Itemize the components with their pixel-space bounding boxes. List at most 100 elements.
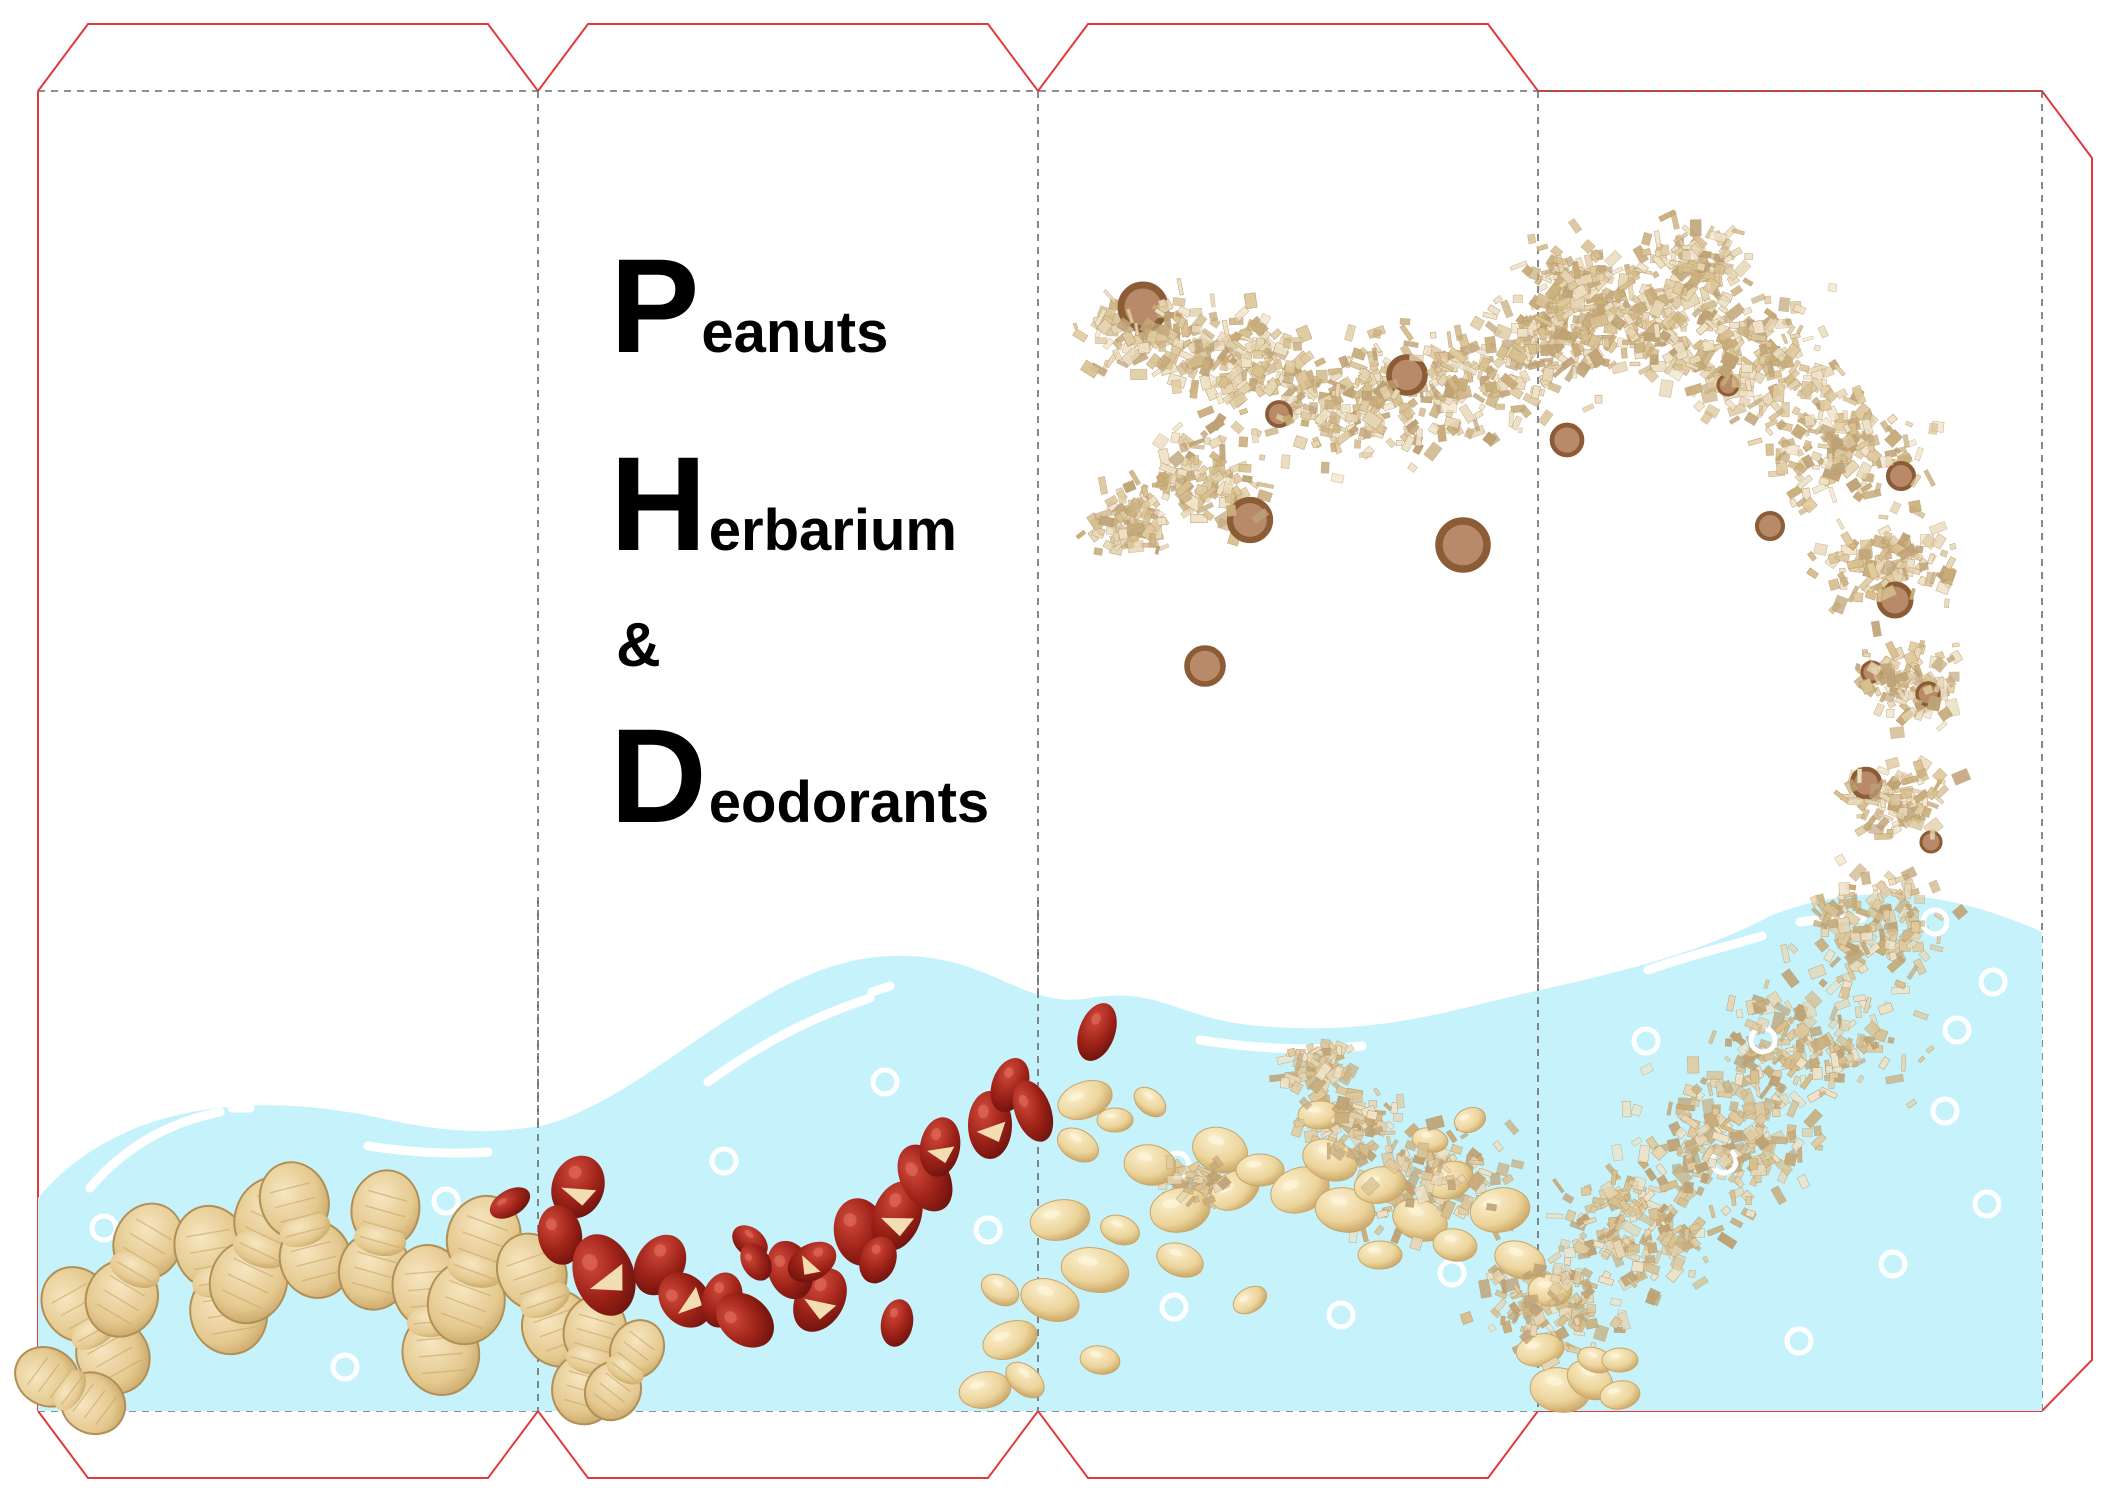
particle-icon (1625, 1276, 1638, 1289)
particle-icon (1726, 994, 1736, 1012)
particle-icon (1918, 949, 1931, 963)
particle-icon (1727, 1173, 1737, 1183)
particle-icon (1897, 905, 1909, 919)
particle-icon (1914, 446, 1924, 462)
particle-icon (1894, 697, 1908, 706)
particle-icon (1532, 1263, 1547, 1278)
particle-icon (1794, 472, 1805, 483)
particle-icon (1886, 709, 1895, 718)
particle-icon (1429, 331, 1437, 339)
particle-icon (1889, 500, 1902, 515)
particle-icon (1688, 1269, 1696, 1278)
particle-icon (1811, 1067, 1823, 1080)
particle-icon (1165, 1154, 1174, 1170)
particle-icon (1443, 416, 1461, 429)
particle-icon (1651, 270, 1660, 279)
particle-icon (1644, 1167, 1658, 1182)
particle-icon (1937, 706, 1953, 722)
title-line-ampersand: & (610, 615, 661, 677)
particle-icon (1584, 1318, 1599, 1330)
particle-icon (1758, 1038, 1772, 1050)
particle-icon (1682, 287, 1688, 296)
particle-icon (1640, 248, 1652, 257)
particle-icon (1702, 339, 1715, 352)
particle-icon (1166, 1174, 1183, 1185)
particle-icon (1158, 340, 1166, 352)
particle-icon (1889, 726, 1905, 740)
particle-icon (1072, 322, 1079, 330)
particle-icon (1706, 1082, 1714, 1097)
particle-icon (1885, 1073, 1905, 1085)
particle-icon (1456, 377, 1469, 392)
particle-icon (1813, 542, 1828, 556)
particle-icon (1654, 341, 1667, 347)
particle-icon (1293, 342, 1303, 351)
particle-icon (1369, 395, 1386, 409)
title-rest-eanuts: eanuts (701, 300, 889, 365)
particle-icon (1894, 979, 1907, 990)
particle-icon (1854, 1006, 1862, 1018)
blanched-peanut-icon (1601, 1347, 1639, 1373)
ring-particle-icon (1549, 422, 1585, 458)
particle-icon (1928, 879, 1941, 894)
particle-icon (1807, 551, 1817, 562)
particle-icon (1630, 1136, 1643, 1147)
particle-icon (1944, 598, 1950, 609)
particle-icon (1852, 592, 1864, 603)
particle-icon (1446, 331, 1453, 349)
particle-icon (1742, 277, 1754, 287)
particle-icon (1478, 1278, 1492, 1299)
particle-icon (1348, 425, 1360, 436)
particle-icon (1801, 1127, 1813, 1137)
particle-icon (1884, 429, 1903, 448)
particle-icon (1905, 1098, 1917, 1109)
particle-icon (1472, 392, 1486, 404)
particle-icon (1695, 321, 1710, 336)
particle-icon (1215, 392, 1225, 405)
particle-icon (1779, 452, 1791, 463)
particle-icon (1671, 1224, 1684, 1235)
particle-icon (1856, 768, 1863, 784)
particle-icon (1750, 293, 1767, 305)
particle-icon (1490, 1307, 1502, 1319)
particle-icon (1243, 292, 1258, 310)
particle-icon (1641, 320, 1648, 330)
particle-icon (1886, 413, 1898, 425)
particle-icon (1697, 1145, 1707, 1155)
particle-icon (1221, 355, 1229, 366)
particle-icon (1744, 1208, 1757, 1219)
particle-icon (1814, 937, 1830, 953)
particle-icon (1427, 422, 1441, 435)
particle-icon (1730, 284, 1744, 297)
particle-icon (1264, 426, 1279, 437)
particle-icon (1403, 340, 1419, 349)
particle-icon (1817, 325, 1829, 339)
particle-icon (1620, 347, 1628, 359)
particle-icon (1806, 567, 1819, 580)
particle-icon (1807, 964, 1827, 980)
particle-icon (1670, 210, 1680, 230)
particle-icon (1203, 437, 1211, 445)
particle-icon (1798, 363, 1810, 373)
particle-icon (1399, 324, 1414, 342)
particle-icon (1781, 968, 1800, 989)
particle-icon (1562, 1192, 1575, 1205)
particle-icon (1688, 1222, 1701, 1233)
ring-particle-icon (1226, 496, 1274, 544)
particle-icon (1903, 882, 1912, 899)
particle-icon (1770, 1136, 1788, 1145)
particle-icon (1773, 1001, 1792, 1017)
particle-icon (1738, 321, 1746, 329)
particle-icon (1645, 1255, 1656, 1264)
particle-icon (1819, 1086, 1838, 1100)
particle-icon (1552, 1262, 1563, 1276)
particle-icon (1564, 1209, 1577, 1223)
particle-icon (1326, 1142, 1331, 1160)
particle-icon (1851, 384, 1867, 405)
particle-icon (1405, 1198, 1415, 1208)
particle-icon (1890, 775, 1900, 783)
particle-icon (1322, 1047, 1332, 1056)
particle-icon (1860, 871, 1872, 886)
particle-icon (1176, 277, 1184, 296)
